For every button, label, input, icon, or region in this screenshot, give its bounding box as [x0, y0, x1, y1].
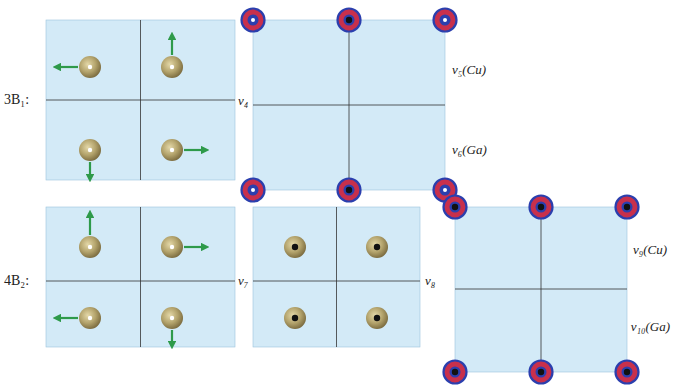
mode-label: ν₈ [425, 274, 435, 288]
mode-label: ν₁₀(Ga) [631, 320, 670, 334]
mode-panel [253, 207, 420, 347]
mode-panel [46, 20, 235, 180]
mode-panel [242, 9, 457, 202]
mode-panel [444, 196, 639, 384]
mode-label: ν₇ [238, 274, 248, 288]
mode-label: 3B₁: [4, 92, 29, 107]
mode-panel [46, 207, 235, 347]
mode-label: ν₅(Cu) [452, 63, 486, 77]
mode-label: ν₄ [238, 94, 248, 108]
mode-label: ν₉(Cu) [633, 243, 667, 257]
mode-label: ν₆(Ga) [452, 143, 487, 157]
mode-label: 4B₂: [4, 273, 29, 288]
